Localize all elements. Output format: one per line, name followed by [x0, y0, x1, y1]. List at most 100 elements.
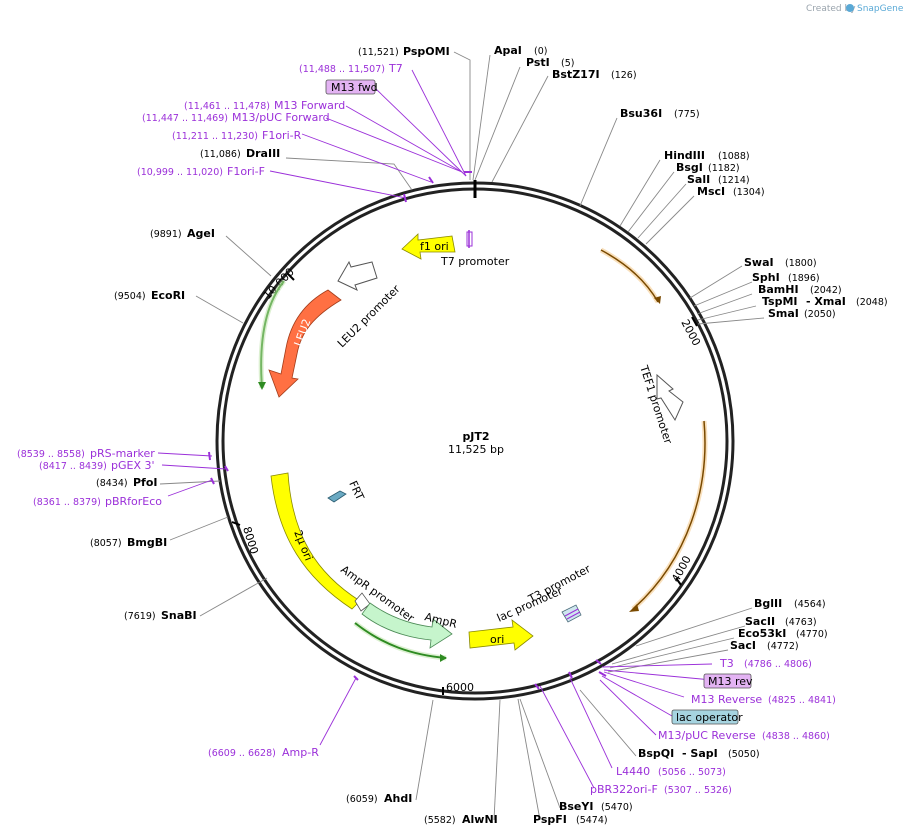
primer-f1ori-r-name[interactable]: F1ori-R [262, 129, 302, 142]
primer-m13-rev-tag[interactable]: M13 rev [703, 673, 753, 689]
plasmid-name: pJT2 [462, 430, 489, 443]
primer-pbr322ori-f-range: (5307 .. 5326) [664, 785, 732, 796]
feature-t7-promoter-label: T7 promoter [440, 255, 510, 268]
site-pfoi-pos: (8434) [96, 478, 128, 489]
site-bamhi-name[interactable]: BamHI [758, 283, 799, 296]
feature-ampr[interactable]: AmpR [361, 602, 459, 649]
primer-m13-forward-name[interactable]: M13 Forward [274, 99, 345, 112]
site-hindiii-name[interactable]: HindIII [664, 149, 705, 162]
feature-frt-label: FRT [346, 479, 366, 503]
primer-l4440-range: (5056 .. 5073) [658, 767, 726, 778]
site-pfoi-name[interactable]: PfoI [133, 476, 158, 489]
site-xmai-name[interactable]: - XmaI [806, 295, 846, 308]
site-sacii-name[interactable]: SacII [745, 615, 775, 628]
site-sali-name[interactable]: SalI [687, 173, 710, 186]
site-bseyi-name[interactable]: BseYI [559, 800, 593, 813]
tick-marks [231, 273, 698, 695]
site-eco53ki-name[interactable]: Eco53kI [738, 627, 786, 640]
feature-f1ori[interactable]: f1 ori [401, 233, 456, 260]
lac-operator-tag[interactable]: lac operator [671, 709, 743, 725]
feature-leu2[interactable]: LEU2 [268, 289, 342, 398]
site-bspqi-name[interactable]: BspQI [638, 747, 674, 760]
primer-pbr322ori-f-name[interactable]: pBR322ori-F [590, 783, 658, 796]
site-pspomi-name[interactable]: PspOMI [403, 45, 450, 58]
site-bmgbi-pos: (8057) [90, 538, 122, 549]
site-snabi-name[interactable]: SnaBI [161, 609, 197, 622]
feature-frt[interactable]: FRT [327, 479, 367, 503]
primer-f1ori-r-range: (11,211 .. 11,230) [172, 131, 258, 142]
site-alwni-pos: (5582) [424, 815, 456, 826]
site-pspomi-pos: (11,521) [358, 47, 399, 58]
site-psti-pos: (5) [561, 58, 574, 69]
orf-ampr-arc [354, 622, 447, 659]
lac-operator-label: lac operator [676, 711, 743, 724]
feature-ori-label: ori [490, 633, 504, 646]
site-draiii-pos: (11,086) [200, 149, 241, 160]
site-msci-name[interactable]: MscI [697, 185, 725, 198]
primer-prs-marker-name[interactable]: pRS-marker [90, 447, 155, 460]
site-bsu36i-pos: (775) [674, 109, 700, 120]
primer-pgex3-name[interactable]: pGEX 3' [111, 459, 155, 472]
site-apai-name[interactable]: ApaI [494, 44, 522, 57]
primer-m13puc-reverse-name[interactable]: M13/pUC Reverse [658, 729, 756, 742]
site-smai-name[interactable]: SmaI [768, 307, 799, 320]
orf-leu2-arc-glow [258, 279, 286, 389]
site-agei-pos: (9891) [150, 229, 182, 240]
orf-arc-1 [600, 249, 659, 303]
site-tspmi-name[interactable]: TspMI [762, 295, 798, 308]
feature-t3-promoter-label: T3 promoter [525, 562, 593, 606]
site-bsgi-name[interactable]: BsgI [676, 161, 703, 174]
site-saci-pos: (4772) [767, 641, 799, 652]
primer-m13puc-forward-range: (11,447 .. 11,469) [142, 113, 228, 124]
site-pspfi-name[interactable]: PspFI [533, 813, 567, 826]
feature-2mu-ori[interactable]: 2μ ori [270, 472, 361, 610]
site-ahdi-name[interactable]: AhdI [384, 792, 412, 805]
site-agei-name[interactable]: AgeI [187, 227, 215, 240]
primer-pgex3-range: (8417 .. 8439) [39, 461, 107, 472]
created-by-text: Created by [806, 4, 856, 14]
site-sphi-name[interactable]: SphI [752, 271, 780, 284]
site-swai-name[interactable]: SwaI [744, 256, 774, 269]
site-bglii-name[interactable]: BglII [754, 597, 782, 610]
site-leader-lines [159, 51, 765, 821]
feature-lac-t3-cluster[interactable] [561, 604, 582, 623]
site-draiii-name[interactable]: DraIII [246, 147, 280, 160]
site-hindiii-pos: (1088) [718, 151, 750, 162]
site-sacii-pos: (4763) [785, 617, 817, 628]
primer-m13-rev-label: M13 rev [708, 675, 753, 688]
primer-amp-r-name[interactable]: Amp-R [282, 746, 319, 759]
feature-ori[interactable]: ori [468, 619, 534, 651]
primer-t3-name[interactable]: T3 [719, 657, 734, 670]
site-bmgbi-name[interactable]: BmgBI [127, 536, 167, 549]
feature-t7-promoter[interactable]: T7 promoter [440, 230, 510, 268]
site-bstz17i-pos: (126) [611, 70, 637, 81]
plasmid-size: 11,525 bp [448, 443, 504, 456]
site-ecori-name[interactable]: EcoRI [151, 289, 185, 302]
tick-label-6000: 6000 [446, 681, 474, 694]
primer-t7-name[interactable]: T7 [388, 62, 403, 75]
primer-m13-reverse-name[interactable]: M13 Reverse [691, 693, 762, 706]
feature-leu2-promoter-label: LEU2 promoter [335, 282, 403, 350]
primer-l4440-name[interactable]: L4440 [616, 765, 650, 778]
site-alwni-name[interactable]: AlwNI [462, 813, 498, 826]
primer-prs-marker-range: (8539 .. 8558) [17, 449, 85, 460]
site-msci-pos: (1304) [733, 187, 765, 198]
site-ecori-pos: (9504) [114, 291, 146, 302]
primer-pbrforeco-name[interactable]: pBRforEco [105, 495, 162, 508]
primer-m13-fwd-tag[interactable]: M13 fwd [325, 79, 378, 95]
primer-m13puc-forward-name[interactable]: M13/pUC Forward [232, 111, 330, 124]
site-smai-pos: (2050) [804, 309, 836, 320]
site-swai-pos: (1800) [785, 258, 817, 269]
site-psti-name[interactable]: PstI [526, 56, 550, 69]
feature-leu2-promoter[interactable]: LEU2 promoter [335, 260, 403, 350]
primer-pbrforeco-range: (8361 .. 8379) [33, 497, 101, 508]
primer-f1ori-f-name[interactable]: F1ori-F [227, 165, 265, 178]
feature-tef1-promoter[interactable]: TEF1 promoter [637, 363, 684, 446]
orf-arc-2-arrowhead-icon [629, 604, 639, 612]
site-saci-name[interactable]: SacI [730, 639, 756, 652]
site-bstz17i-name[interactable]: BstZ17I [552, 68, 600, 81]
site-bsu36i-name[interactable]: Bsu36I [620, 107, 662, 120]
site-sapi-name[interactable]: - SapI [682, 747, 718, 760]
site-pspfi-pos: (5474) [576, 815, 608, 826]
